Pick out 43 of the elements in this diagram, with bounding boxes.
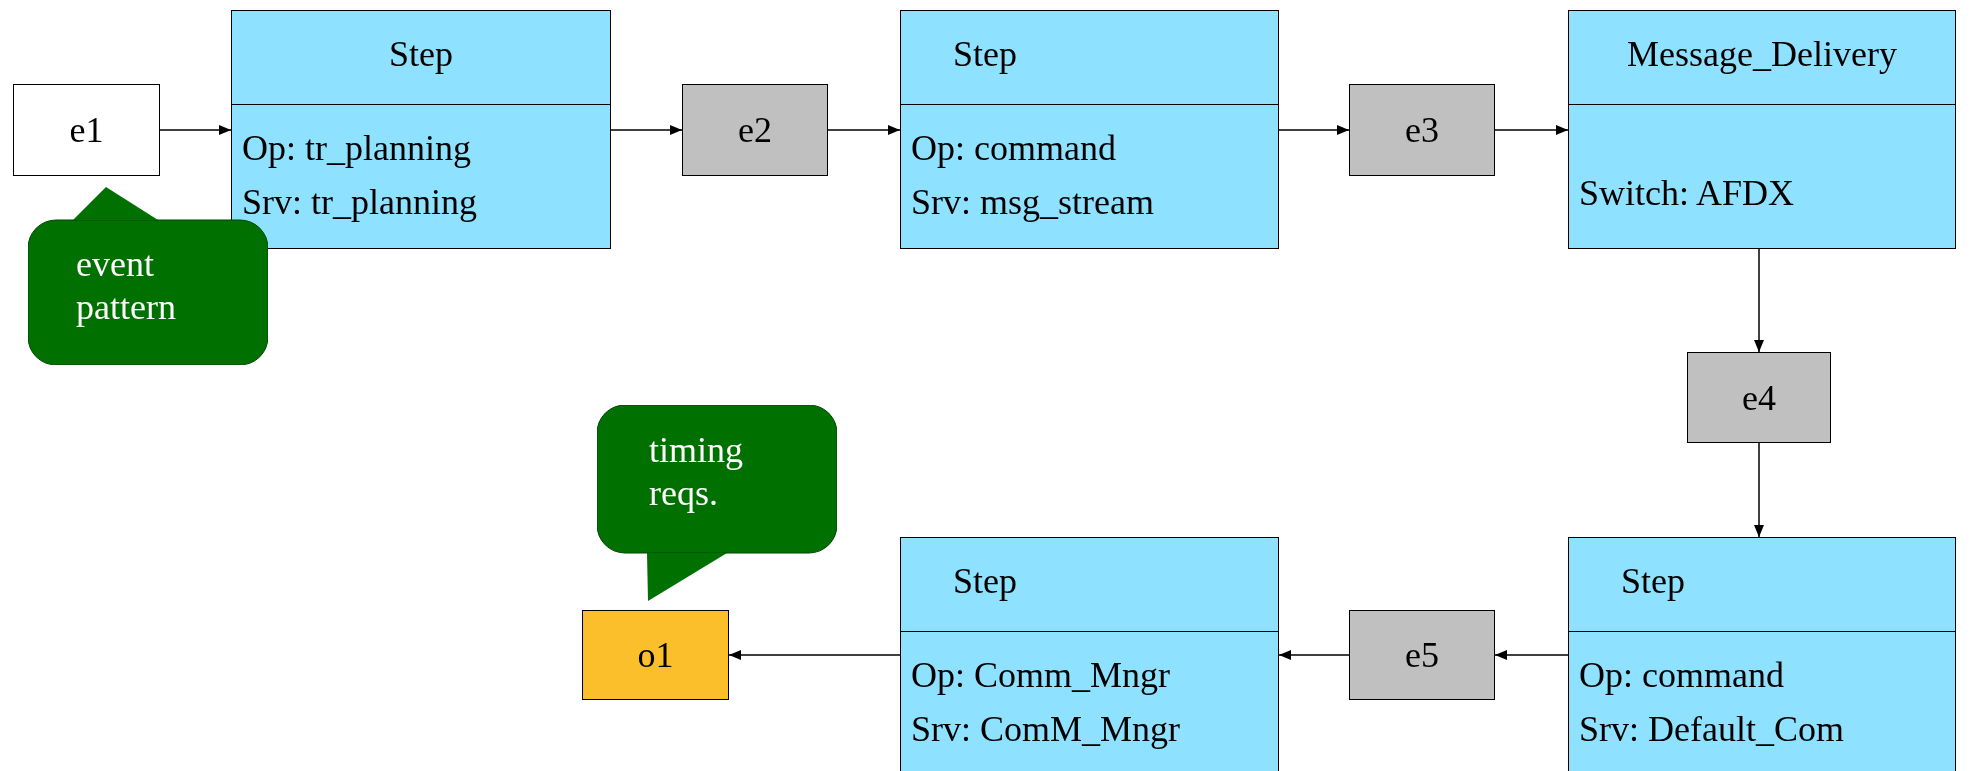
arrow xyxy=(1754,248,1764,353)
event-box xyxy=(1349,84,1495,176)
step-detail: Op: command xyxy=(1579,654,1784,696)
arrow xyxy=(728,650,901,660)
callout-text: timing reqs. xyxy=(649,429,744,516)
step-box xyxy=(1568,10,1956,249)
callout-text: event pattern xyxy=(76,243,177,330)
event-label: e3 xyxy=(1405,109,1439,151)
step-title: Message_Delivery xyxy=(1627,33,1897,75)
step-detail: Srv: tr_planning xyxy=(242,181,477,223)
event-label: e2 xyxy=(738,109,772,151)
step-title: Step xyxy=(953,560,1017,602)
step-box xyxy=(1568,537,1956,771)
step-box xyxy=(231,10,611,249)
event-box xyxy=(1687,352,1831,443)
arrow xyxy=(1494,650,1569,660)
arrow xyxy=(1278,650,1350,660)
step-box xyxy=(900,537,1279,771)
event-box xyxy=(13,84,160,176)
step-box xyxy=(900,10,1279,249)
step-title: Step xyxy=(953,33,1017,75)
arrow xyxy=(1494,125,1569,135)
step-detail: Op: Comm_Mngr xyxy=(911,654,1170,696)
arrow xyxy=(1278,125,1350,135)
event-label: e4 xyxy=(1742,376,1776,419)
event-label: o1 xyxy=(637,634,674,676)
arrow xyxy=(1754,442,1764,538)
step-title: Step xyxy=(389,33,453,75)
step-detail: Op: tr_planning xyxy=(242,127,471,169)
arrow xyxy=(827,125,901,135)
step-detail: Switch: AFDX xyxy=(1579,172,1795,214)
step-detail: Op: command xyxy=(911,127,1116,169)
step-detail: Srv: msg_stream xyxy=(911,181,1154,223)
arrow xyxy=(159,125,232,135)
step-title: Step xyxy=(1621,560,1685,602)
event-box xyxy=(582,610,729,700)
event-box xyxy=(682,84,828,176)
event-box xyxy=(1349,610,1495,700)
step-detail: Srv: ComM_Mngr xyxy=(911,708,1181,750)
event-label: e5 xyxy=(1405,634,1439,676)
step-detail: Srv: Default_Com xyxy=(1579,708,1844,750)
arrow xyxy=(610,125,683,135)
event-label: e1 xyxy=(69,109,104,151)
